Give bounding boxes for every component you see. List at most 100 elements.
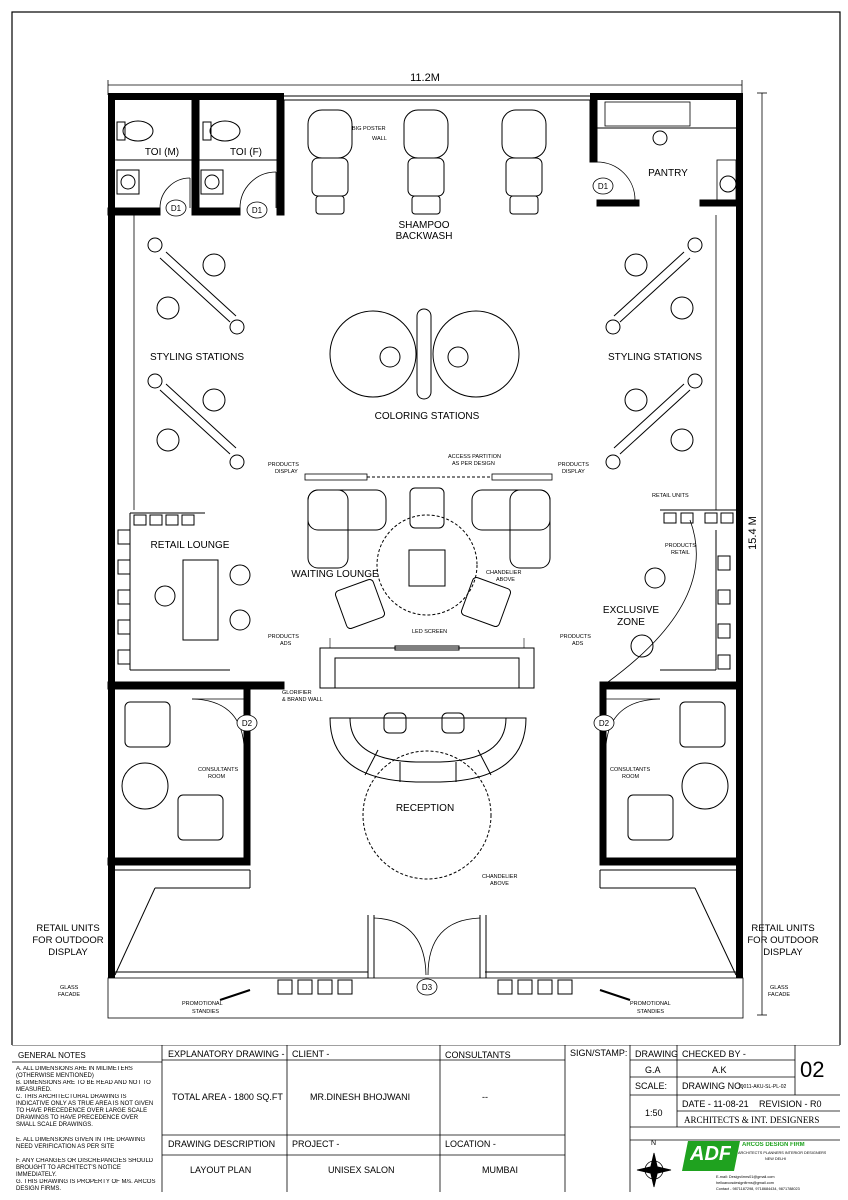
- note-products-ads-left: PRODUCTS: [268, 634, 299, 640]
- project-value: UNISEX SALON: [328, 1165, 395, 1175]
- access-partition: [304, 473, 553, 481]
- contact-email: E-mail: Design4mrs01@gmail.com: [716, 1175, 775, 1179]
- drawing-description-value: LAYOUT PLAN: [190, 1165, 252, 1175]
- door-tag-d2: D2: [599, 719, 610, 728]
- note-consultants-right-2: ROOM: [622, 774, 640, 780]
- note-products-ads-right-2: ADS: [572, 641, 584, 647]
- general-note: G. THIS DRAWING IS PROPERTY OF M/s. ARCO…: [16, 1179, 156, 1192]
- note-consultants-left: CONSULTANTS: [198, 767, 238, 773]
- drawing-no-value: 19011-AKU-SL-PL-02: [738, 1084, 787, 1090]
- firm-city: NEW DELHI: [765, 1157, 787, 1161]
- room-label-waiting-lounge: WAITING LOUNGE: [291, 569, 379, 580]
- location-label: LOCATION -: [445, 1139, 496, 1149]
- consultants-rooms: [107, 688, 743, 866]
- scale-label: SCALE:: [635, 1081, 668, 1091]
- note-retail-outdoor-left-1: RETAIL UNITS: [36, 923, 99, 934]
- project-label: PROJECT -: [292, 1139, 340, 1149]
- room-label-backwash: BACKWASH: [396, 231, 453, 242]
- room-label-pantry: PANTRY: [648, 168, 688, 179]
- retail-lounge: [107, 512, 285, 690]
- room-label-toi-m: TOI (M): [145, 147, 179, 158]
- door-tag-d2: D2: [242, 719, 253, 728]
- coloring-stations: [329, 308, 520, 400]
- floor-plan: 11.2M 15.4 M TO: [11, 11, 841, 1045]
- door-tag-d1: D1: [171, 204, 182, 213]
- entrance-area: [114, 869, 737, 1001]
- north-label: N: [651, 1140, 657, 1147]
- toilets: [107, 99, 285, 216]
- client-name: MR.DINESH BHOJWANI: [310, 1092, 411, 1102]
- exclusive-zone: [599, 509, 743, 690]
- note-promo-left: PROMOTIONAL: [182, 1001, 223, 1007]
- consultants-value: --: [482, 1092, 488, 1102]
- drawing-date: DATE - 11-08-21: [682, 1099, 749, 1109]
- room-label-exclusive: EXCLUSIVE: [603, 605, 659, 616]
- note-chandelier-2: CHANDELIER: [482, 874, 517, 880]
- height-dimension-label: 15.4 M: [747, 516, 759, 550]
- styling-stations: [147, 237, 703, 470]
- title-block-grid: [12, 1045, 840, 1192]
- waiting-lounge: [307, 487, 551, 630]
- checked-by-value: A.K: [712, 1065, 727, 1075]
- note-led-screen: LED SCREEN: [412, 629, 447, 635]
- revision: REVISION - R0: [759, 1099, 822, 1109]
- general-notes-title: GENERAL NOTES: [18, 1051, 86, 1060]
- total-area: TOTAL AREA - 1800 SQ.FT: [172, 1092, 283, 1102]
- room-label-styling-right: STYLING STATIONS: [608, 352, 702, 363]
- note-products-retail: PRODUCTS: [665, 543, 696, 549]
- note-glass-facade-right: GLASS: [770, 985, 789, 991]
- firm-type: ARCHITECTS & INT. DESIGNERS: [684, 1115, 820, 1125]
- note-retail-outdoor-right-3: DISPLAY: [763, 947, 803, 958]
- note-access-partition: ACCESS PARTITION: [448, 454, 501, 460]
- note-products-ads-left-2: ADS: [280, 641, 292, 647]
- note-products-display-left: PRODUCTS: [268, 462, 299, 468]
- note-retail-outdoor-left-2: FOR OUTDOOR: [32, 935, 103, 946]
- consultants-label: CONSULTANTS: [445, 1050, 511, 1060]
- company-logo: [682, 1141, 740, 1171]
- door-tag-d1: D1: [598, 182, 609, 191]
- general-note: B. DIMENSIONS ARE TO BE READ AND NOT TO …: [16, 1080, 151, 1093]
- room-label-styling-left: STYLING STATIONS: [150, 352, 244, 363]
- note-products-display-right: PRODUCTS: [558, 462, 589, 468]
- note-retail-units: RETAIL UNITS: [652, 493, 689, 499]
- title-block: GENERAL NOTES A. ALL DIMENSIONS ARE IN M…: [0, 1045, 848, 1195]
- explanatory-drawing-label: EXPLANATORY DRAWING -: [168, 1049, 285, 1059]
- note-big-poster-wall: WALL: [372, 136, 387, 142]
- note-consultants-left-2: ROOM: [208, 774, 226, 780]
- note-products-display-left-2: DISPLAY: [275, 469, 298, 475]
- general-note: C. THIS ARCHITECTURAL DRAWING IS INDICAT…: [16, 1094, 154, 1128]
- height-dimension: [757, 92, 767, 1016]
- general-note: E. ALL DIMENSIONS GIVEN IN THE DRAWING N…: [16, 1137, 146, 1150]
- room-label-retail-lounge: RETAIL LOUNGE: [151, 540, 230, 551]
- note-glass-facade-left-2: FACADE: [58, 992, 80, 998]
- note-products-retail-2: RETAIL: [671, 550, 690, 556]
- room-label-coloring: COLORING STATIONS: [375, 411, 480, 422]
- note-products-display-right-2: DISPLAY: [562, 469, 585, 475]
- note-access-partition-2: AS PER DESIGN: [452, 461, 495, 467]
- note-big-poster: BIG POSTER: [352, 126, 386, 132]
- firm-name: ARCOS DESIGN FIRM: [742, 1142, 805, 1148]
- general-note: F. ANY CHANGES OR DISCREPANCIES SHOULD B…: [16, 1158, 154, 1178]
- outer-walls: [108, 93, 743, 978]
- sheet-number: 02: [800, 1057, 825, 1082]
- drawing-value: G.A: [645, 1065, 661, 1075]
- note-brand-wall: & BRAND WALL: [282, 697, 323, 703]
- pantry: [589, 99, 743, 207]
- note-glass-facade-left: GLASS: [60, 985, 79, 991]
- note-chandelier-1: CHANDELIER: [486, 570, 521, 576]
- promotional-standies: [277, 979, 573, 995]
- shampoo-backwash-units: [307, 109, 547, 215]
- contact-phone: Contact - 9871187298, 9718684434, 987178…: [716, 1187, 800, 1191]
- room-label-shampoo: SHAMPOO: [398, 220, 449, 231]
- general-note: A. ALL DIMENSIONS ARE IN MILIMETERS (OTH…: [16, 1066, 133, 1079]
- width-dimension: [107, 80, 743, 95]
- note-promo-right-2: STANDIES: [637, 1009, 664, 1015]
- note-glass-facade-right-2: FACADE: [768, 992, 790, 998]
- door-tag-d3: D3: [422, 983, 433, 992]
- sign-stamp-label: SIGN/STAMP:: [570, 1048, 628, 1058]
- door-tag-d1: D1: [252, 206, 263, 215]
- room-label-reception: RECEPTION: [396, 803, 454, 814]
- drawing-description-label: DRAWING DESCRIPTION: [168, 1139, 276, 1149]
- note-promo-left-2: STANDIES: [192, 1009, 219, 1015]
- width-dimension-label: 11.2M: [410, 72, 440, 84]
